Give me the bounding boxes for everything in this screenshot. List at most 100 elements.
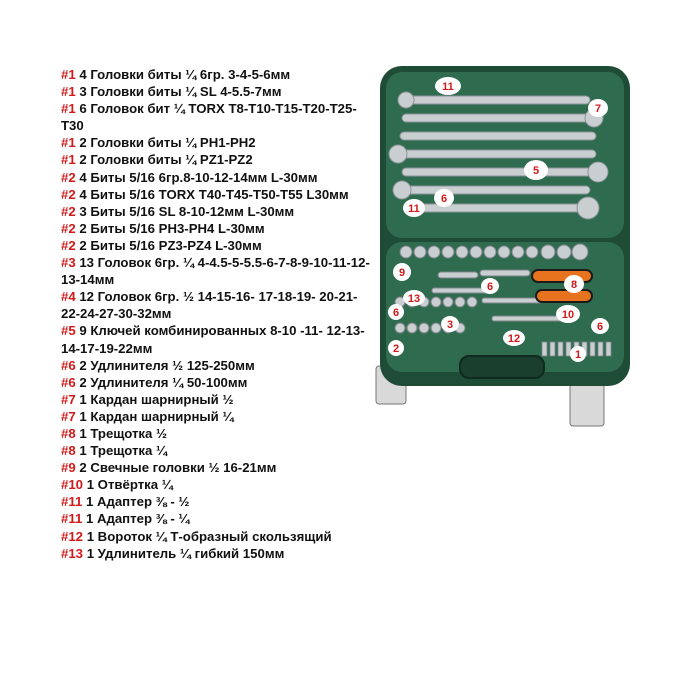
wrench bbox=[399, 149, 597, 159]
socket bbox=[497, 245, 511, 259]
callouts: 11 7 5 6 11 9 6 8 10 6 6 13 3 12 2 1 bbox=[388, 77, 609, 362]
wrench-set bbox=[388, 91, 609, 220]
callout-label: 11 bbox=[408, 203, 420, 215]
callout-label: 2 bbox=[393, 343, 399, 355]
callout-label: 12 bbox=[508, 333, 520, 345]
list-item: #2 4 Биты 5/16 TORX T40-T45-T50-T55 L30м… bbox=[61, 186, 349, 202]
case-foot-right bbox=[569, 383, 605, 427]
list-item: #1 2 Головки биты ¼ PZ1-PZ2 bbox=[61, 152, 253, 168]
socket bbox=[406, 322, 418, 334]
list-item: #1 3 Головки биты ¼ SL 4-5.5-7мм bbox=[61, 84, 282, 100]
wrench-head bbox=[587, 161, 609, 183]
list-item: #8 1 Трещотка ¼ bbox=[61, 443, 168, 459]
case-handle bbox=[459, 355, 545, 379]
callout-badge bbox=[441, 316, 459, 332]
callout-label: 9 bbox=[399, 267, 405, 279]
list-item: #1 6 Головок бит ¼ TORX T8-T10-T15-T20-T… bbox=[61, 101, 357, 134]
bit bbox=[605, 341, 612, 357]
socket bbox=[469, 245, 483, 259]
ratchet bbox=[437, 271, 479, 279]
wrench bbox=[405, 95, 591, 105]
list-item: #11 1 Адаптер ⅜ - ¼ bbox=[61, 511, 190, 527]
socket bbox=[483, 245, 497, 259]
wrench-head bbox=[392, 180, 412, 200]
list-item: #7 1 Кардан шарнирный ½ bbox=[61, 391, 234, 407]
callout-badge bbox=[556, 305, 580, 323]
socket bbox=[442, 296, 454, 308]
wrench bbox=[399, 131, 597, 141]
list-item: #3 13 Головок 6гр. ¼ 4-4.5-5-5.5-6-7-8-9… bbox=[61, 255, 370, 288]
tool-case-image: 11 7 5 6 11 9 6 8 10 6 6 13 3 12 2 1 bbox=[375, 66, 630, 427]
list-item: #10 1 Отвёртка ¼ bbox=[61, 477, 173, 493]
callout-badge bbox=[435, 77, 461, 95]
callout-label: 7 bbox=[595, 103, 601, 115]
callout-label: 8 bbox=[571, 279, 577, 291]
wrench bbox=[403, 185, 591, 195]
wrench-head bbox=[576, 196, 600, 220]
extension-bar bbox=[479, 269, 531, 277]
socket bbox=[455, 245, 469, 259]
wrench bbox=[411, 203, 585, 213]
bit bbox=[565, 341, 572, 357]
callout-badge bbox=[403, 290, 425, 306]
callout-badge bbox=[481, 278, 499, 294]
callout-label: 6 bbox=[441, 193, 447, 205]
callout-badge bbox=[524, 160, 548, 180]
list-item: #11 1 Адаптер ⅜ - ½ bbox=[61, 494, 190, 510]
callout-badge bbox=[591, 318, 609, 334]
callout-label: 13 bbox=[408, 293, 420, 305]
callout-label: 5 bbox=[533, 165, 539, 177]
list-item: #6 2 Удлинителя ¼ 50-100мм bbox=[61, 374, 248, 390]
screwdriver-handles bbox=[531, 269, 593, 303]
callout-label: 6 bbox=[393, 307, 399, 319]
case-tray bbox=[386, 242, 624, 372]
callout-badge bbox=[588, 99, 608, 117]
list-item: #2 2 Биты 5/16 PH3-PH4 L-30мм bbox=[61, 220, 265, 236]
socket bbox=[540, 244, 556, 260]
callout-label: 3 bbox=[447, 319, 453, 331]
callout-badge bbox=[570, 346, 586, 362]
socket bbox=[571, 243, 589, 261]
callout-label: 10 bbox=[562, 309, 574, 321]
list-item: #9 2 Свечные головки ½ 16-21мм bbox=[61, 460, 277, 476]
wrench bbox=[401, 113, 595, 123]
screwdriver-handle bbox=[535, 289, 593, 303]
callout-badge bbox=[564, 275, 584, 293]
socket bbox=[427, 245, 441, 259]
extension-bar bbox=[481, 297, 543, 304]
callout-badge bbox=[388, 340, 404, 356]
list-item: #13 1 Удлинитель ¼ гибкий 150мм bbox=[61, 545, 285, 561]
socket bbox=[466, 296, 478, 308]
callout-badge bbox=[503, 330, 525, 346]
list-item: #4 12 Головок 6гр. ½ 14-15-16- 17-18-19-… bbox=[61, 289, 358, 322]
socket bbox=[525, 245, 539, 259]
list-item: #6 2 Удлинителя ½ 125-250мм bbox=[61, 357, 255, 373]
callout-label: 1 bbox=[575, 349, 581, 361]
callout-badge bbox=[393, 263, 411, 281]
socket bbox=[413, 245, 427, 259]
list-item: #2 2 Биты 5/16 PZ3-PZ4 L-30мм bbox=[61, 237, 262, 253]
wrench-head bbox=[388, 144, 408, 164]
list-item: #1 2 Головки биты ¼ PH1-PH2 bbox=[61, 135, 256, 151]
bit bbox=[597, 341, 604, 357]
list-item: #2 3 Биты 5/16 SL 8-10-12мм L-30мм bbox=[61, 203, 295, 219]
callout-badge bbox=[403, 199, 425, 217]
socket bbox=[511, 245, 525, 259]
socket bbox=[418, 322, 430, 334]
list-item: #7 1 Кардан шарнирный ¼ bbox=[61, 408, 234, 424]
callout-label: 11 bbox=[442, 81, 454, 93]
callout-label: 6 bbox=[487, 281, 493, 293]
list-item: #5 9 Ключей комбинированных 8-10 -11- 12… bbox=[61, 323, 365, 356]
callout-badge bbox=[434, 189, 454, 207]
list-item: #2 4 Биты 5/16 6гр.8-10-12-14мм L-30мм bbox=[61, 169, 318, 185]
component-list: #1 4 Головки биты ¼ 6гр. 3-4-5-6мм #1 3 … bbox=[61, 66, 373, 562]
socket bbox=[430, 296, 442, 308]
socket bbox=[430, 322, 442, 334]
bit bbox=[557, 341, 564, 357]
callout-badge bbox=[388, 304, 404, 320]
list-item: #8 1 Трещотка ½ bbox=[61, 425, 168, 441]
socket bbox=[454, 296, 466, 308]
socket bbox=[556, 244, 572, 260]
list-item: #1 4 Головки биты ¼ 6гр. 3-4-5-6мм bbox=[61, 67, 291, 82]
bit bbox=[549, 341, 556, 357]
